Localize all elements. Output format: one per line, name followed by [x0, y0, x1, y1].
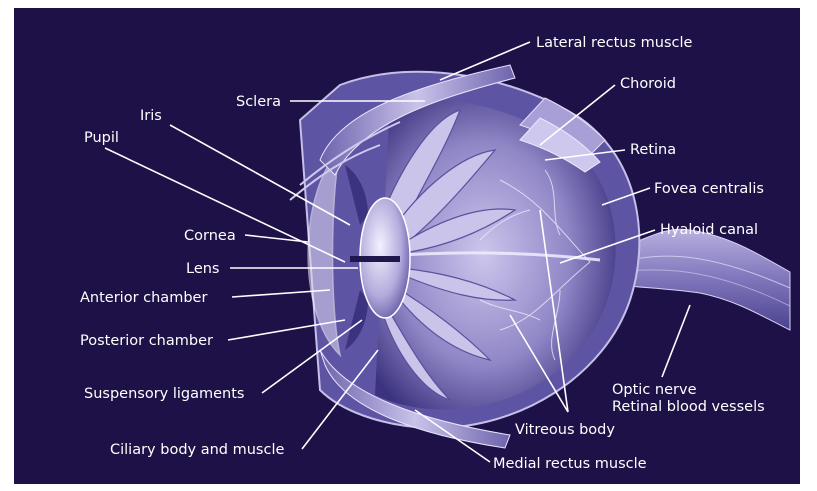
label-fovea-centralis: Fovea centralis [654, 181, 764, 197]
label-pupil: Pupil [84, 130, 119, 146]
label-anterior-chamber: Anterior chamber [80, 290, 207, 306]
label-posterior-chamber: Posterior chamber [80, 333, 213, 349]
label-medial-rectus-muscle: Medial rectus muscle [493, 456, 647, 472]
label-cornea: Cornea [184, 228, 236, 244]
label-vitreous-body: Vitreous body [515, 422, 615, 438]
label-retina: Retina [630, 142, 676, 158]
label-optic-nerve: Optic nerve [612, 382, 697, 398]
label-choroid: Choroid [620, 76, 676, 92]
label-ciliary-body-and-muscle: Ciliary body and muscle [110, 442, 284, 458]
label-hyaloid-canal: Hyaloid canal [660, 222, 758, 238]
label-sclera: Sclera [236, 94, 281, 110]
pupil-shape [350, 256, 400, 262]
diagram-frame: Lateral rectus muscle Choroid Sclera Iri… [14, 8, 800, 484]
label-lateral-rectus-muscle: Lateral rectus muscle [536, 35, 692, 51]
label-iris: Iris [140, 108, 162, 124]
eye-anatomy-diagram: Lateral rectus muscle Choroid Sclera Iri… [14, 8, 800, 484]
label-lens: Lens [186, 261, 220, 277]
label-suspensory-ligaments: Suspensory ligaments [84, 386, 244, 402]
label-retinal-blood-vessels: Retinal blood vessels [612, 399, 765, 415]
